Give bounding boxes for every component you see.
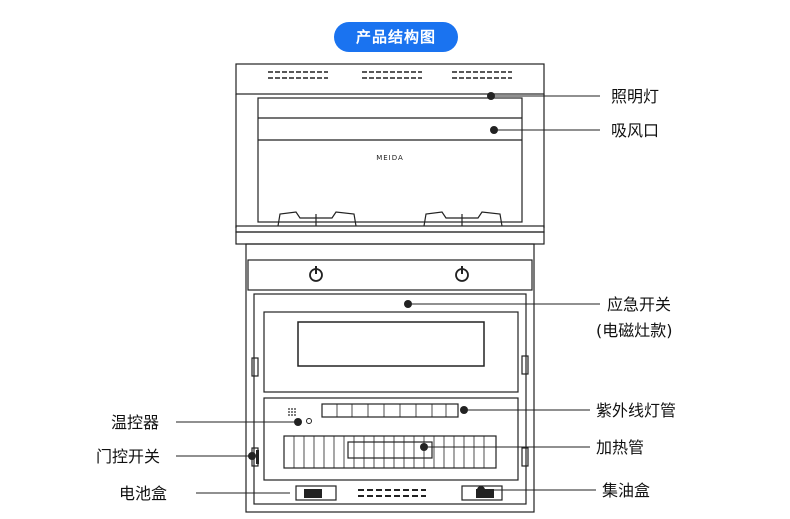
oil-collector-box[interactable] bbox=[461, 485, 503, 501]
hood-glass-panel bbox=[257, 97, 523, 223]
heating-tube bbox=[347, 441, 433, 459]
battery-box[interactable] bbox=[295, 485, 337, 501]
label-thermostat: 温控器 bbox=[111, 413, 159, 432]
cooktop-surface bbox=[235, 225, 545, 233]
hood-top-panel bbox=[235, 63, 545, 95]
title-badge: 产品结构图 bbox=[334, 22, 458, 52]
label-emergency-switch: 应急开关 bbox=[607, 295, 671, 314]
upper-door[interactable] bbox=[263, 311, 519, 393]
uv-lamp-tube bbox=[321, 403, 459, 418]
label-battery-box: 电池盒 bbox=[119, 484, 167, 503]
label-induction-model: (电磁灶款) bbox=[596, 321, 673, 340]
brand-logo: MEIDA bbox=[376, 154, 404, 162]
cabinet-body bbox=[245, 243, 535, 513]
burner-right bbox=[423, 211, 503, 227]
lower-door[interactable] bbox=[263, 397, 519, 481]
label-air-inlet: 吸风口 bbox=[611, 121, 659, 140]
label-heating-tube: 加热管 bbox=[596, 438, 644, 457]
label-uv-lamp: 紫外线灯管 bbox=[596, 401, 676, 420]
burner-left bbox=[277, 211, 357, 227]
dish-rack bbox=[283, 435, 497, 469]
label-door-switch: 门控开关 bbox=[96, 447, 160, 466]
label-oil-box: 集油盒 bbox=[602, 481, 650, 500]
thermostat-indicator bbox=[306, 418, 312, 424]
cabinet-inner-frame bbox=[253, 293, 527, 505]
upper-window bbox=[297, 321, 485, 367]
label-lighting-lamp: 照明灯 bbox=[611, 87, 659, 106]
cooktop-body bbox=[235, 231, 545, 245]
control-panel bbox=[247, 259, 533, 291]
